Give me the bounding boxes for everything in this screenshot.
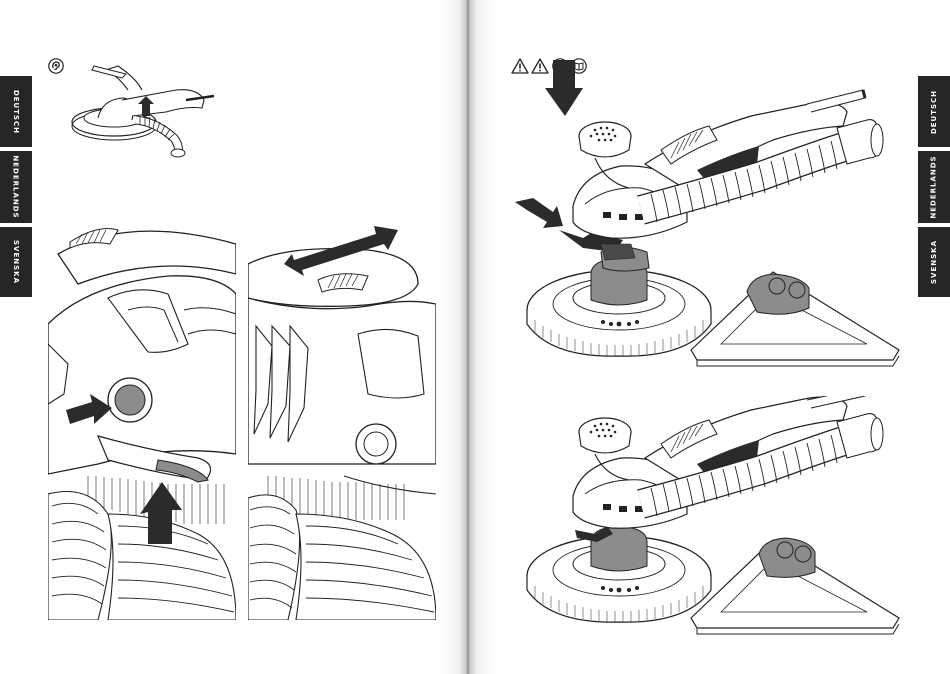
sander-assembled-illustration bbox=[511, 396, 911, 636]
head-adjustment-closeup-illustration bbox=[248, 214, 436, 620]
left-page: DEUTSCH NEDERLANDS SVENSKA bbox=[0, 0, 463, 674]
release-button-closeup-illustration bbox=[48, 214, 236, 620]
sander-overview-illustration bbox=[66, 60, 218, 160]
language-tab-svenska[interactable]: SVENSKA bbox=[0, 227, 32, 297]
language-tab-deutsch[interactable]: DEUTSCH bbox=[0, 76, 32, 147]
sander-head-attachment-illustration bbox=[511, 54, 911, 372]
language-tab-nederlands[interactable]: NEDERLANDS bbox=[0, 151, 32, 223]
language-tab-nederlands[interactable]: NEDERLANDS bbox=[918, 151, 950, 223]
language-tab-deutsch[interactable]: DEUTSCH bbox=[918, 76, 950, 147]
language-tab-svenska[interactable]: SVENSKA bbox=[918, 227, 950, 297]
ear-protection-icon bbox=[48, 58, 64, 74]
right-page: DEUTSCH NEDERLANDS SVENSKA bbox=[463, 0, 950, 674]
